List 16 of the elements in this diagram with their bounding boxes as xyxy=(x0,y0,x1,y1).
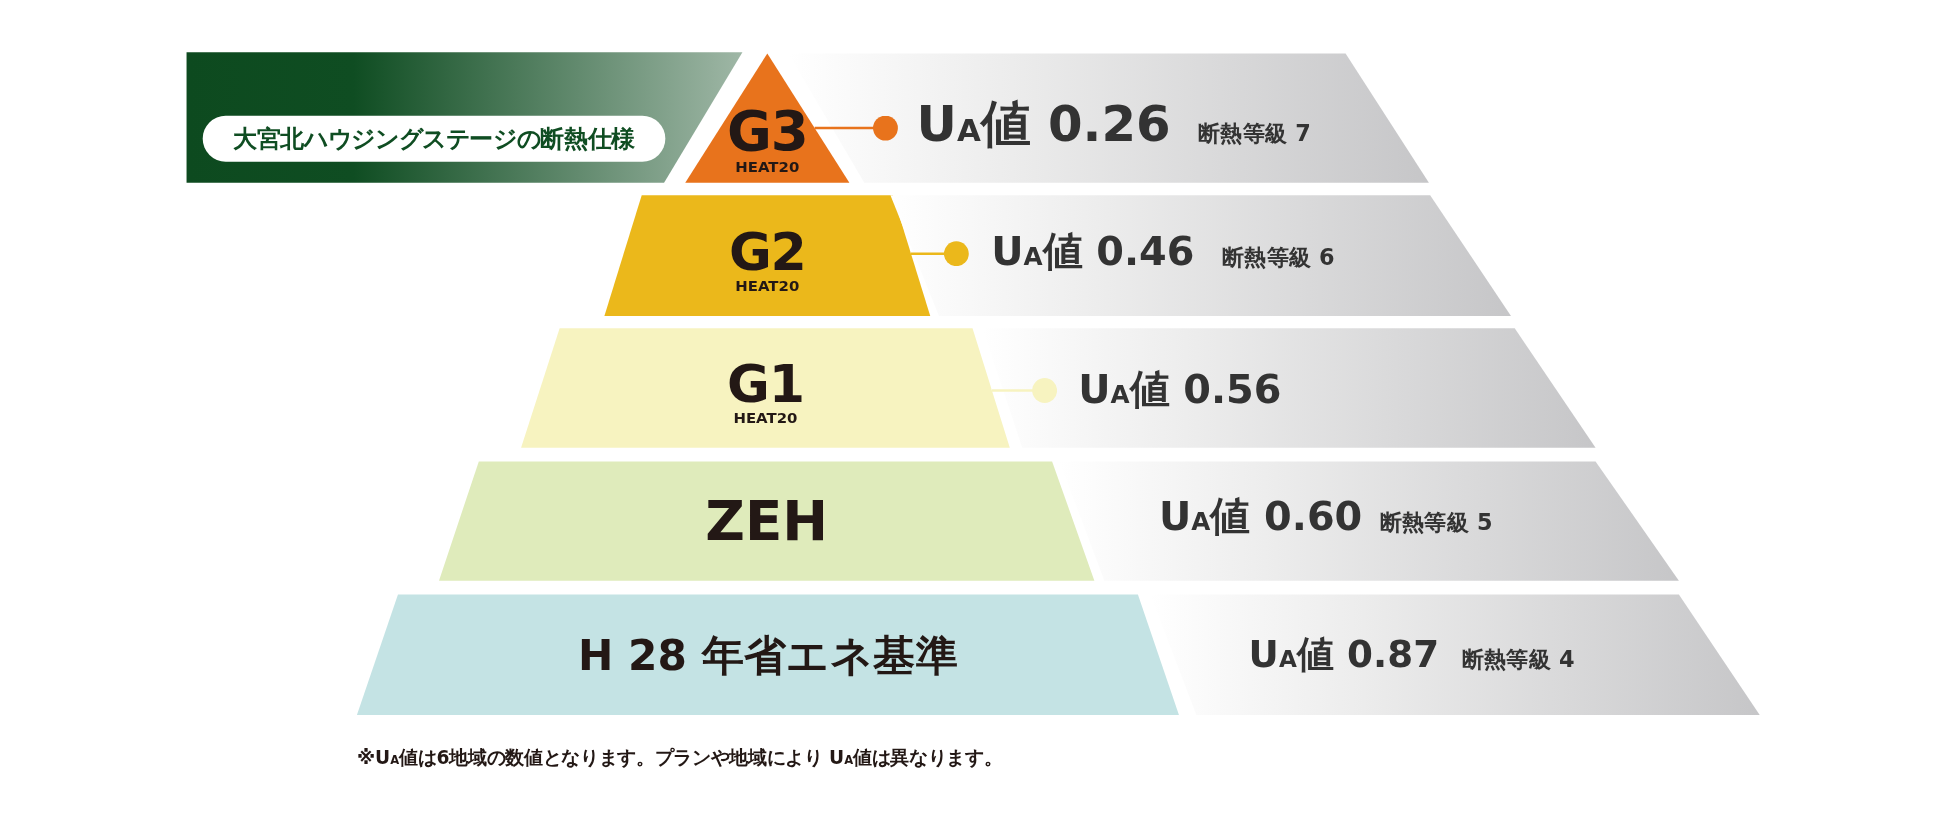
tier-sublabel: HEAT20 xyxy=(733,410,798,426)
insulation-grade: 断熱等級 7 xyxy=(1198,119,1311,149)
tier-sublabel: HEAT20 xyxy=(735,277,800,293)
tier-sublabel: HEAT20 xyxy=(735,159,800,175)
insulation-grade: 断熱等級 4 xyxy=(1461,645,1575,675)
insulation-grade: 断熱等級 6 xyxy=(1221,242,1335,272)
tier-label: H 28 年省エネ基準 xyxy=(578,633,958,676)
tier-label: G3 xyxy=(727,104,808,160)
tier-label: G2 xyxy=(728,225,806,278)
subtitle-pill: 大宮北ハウジングステージの断熱仕様 xyxy=(202,115,666,162)
insulation-grade: 断熱等級 5 xyxy=(1379,507,1493,537)
connector-line xyxy=(911,241,969,267)
tier-label: ZEH xyxy=(705,493,829,549)
tier-label: G1 xyxy=(727,358,804,411)
connector-line xyxy=(991,378,1058,403)
connector-line xyxy=(814,115,898,141)
